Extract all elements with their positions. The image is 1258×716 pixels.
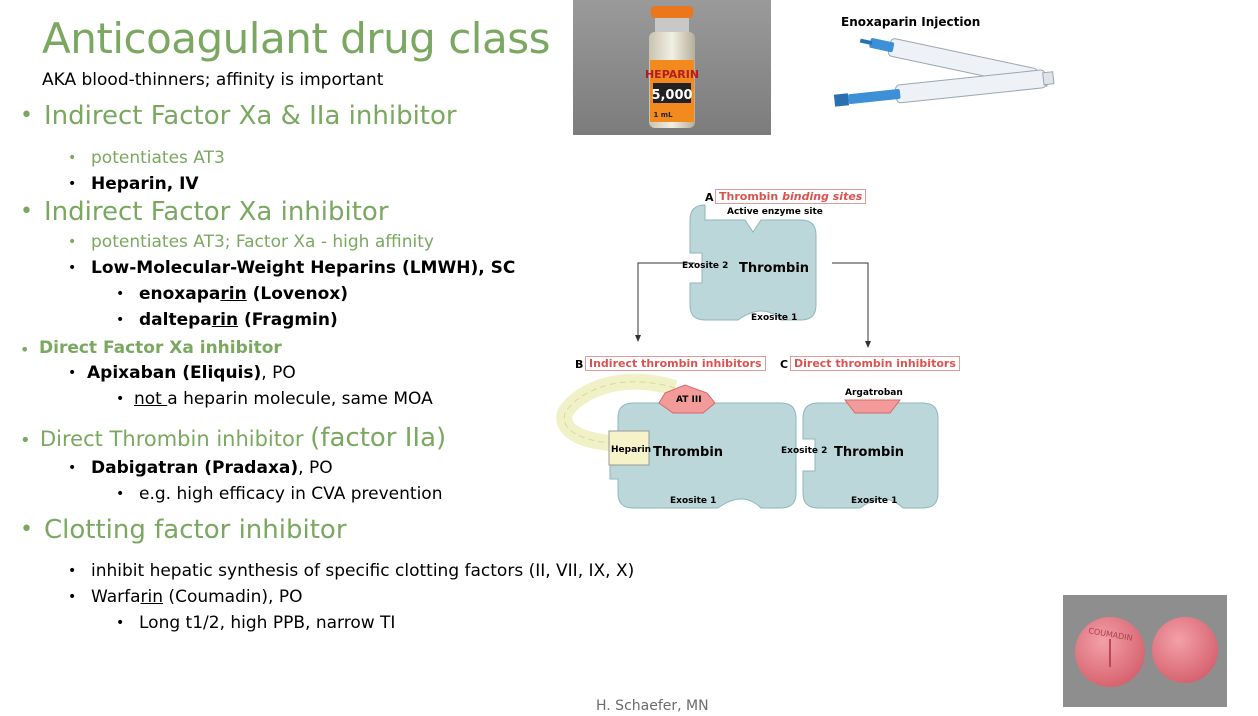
bullet-icon: • bbox=[68, 234, 77, 250]
bullet-icon: • bbox=[116, 615, 125, 631]
enoxaparin-syringe-image: Enoxaparin Injection bbox=[826, 10, 1056, 116]
bullet-icon: • bbox=[68, 260, 77, 276]
heading-indirect-xa-iia: Indirect Factor Xa & IIa inhibitor bbox=[44, 101, 457, 131]
item-potentiates-at3: potentiates AT3 bbox=[91, 148, 225, 168]
item-dabigatran: Dabigatran (Pradaxa), PO bbox=[91, 458, 333, 478]
bullet-icon: • bbox=[20, 199, 33, 224]
exosite2-label-c: Exosite 2 bbox=[781, 446, 828, 456]
item-dalteparin: dalteparin (Fragmin) bbox=[139, 310, 338, 330]
active-site-label: Active enzyme site bbox=[727, 207, 823, 217]
item-warfarin: Warfarin (Coumadin), PO bbox=[91, 587, 303, 607]
slide-subtitle: AKA blood-thinners; affinity is importan… bbox=[42, 70, 384, 90]
item-lmwh: Low-Molecular-Weight Heparins (LMWH), SC bbox=[91, 258, 516, 278]
item-heparin-iv: Heparin, IV bbox=[91, 174, 199, 194]
item-potentiates-at3-xa: potentiates AT3; Factor Xa - high affini… bbox=[91, 232, 434, 252]
author-footer: H. Schaefer, MN bbox=[596, 698, 709, 714]
vial-volume: 1 mL bbox=[653, 111, 673, 119]
item-hepatic-synthesis: inhibit hepatic synthesis of specific cl… bbox=[91, 561, 635, 581]
panel-a-title: Thrombin binding sites bbox=[715, 189, 867, 204]
heading-clotting-factor: Clotting factor inhibitor bbox=[44, 515, 347, 545]
bullet-icon: • bbox=[20, 340, 30, 359]
vial-label: HEPARIN bbox=[645, 68, 699, 81]
panel-c-title: Direct thrombin inhibitors bbox=[790, 356, 960, 371]
at3-label: AT III bbox=[676, 395, 702, 405]
item-long-half-life: Long t1/2, high PPB, narrow TI bbox=[139, 613, 396, 633]
heparin-vial-photo: HEPARIN 5,000 1 mL bbox=[573, 0, 771, 135]
thrombin-label-c: Thrombin bbox=[834, 445, 905, 460]
bullet-icon: • bbox=[68, 150, 77, 166]
exosite1-label-a: Exosite 1 bbox=[751, 313, 798, 323]
exosite1-label-b: Exosite 1 bbox=[670, 496, 717, 506]
coumadin-pill-photo: COUMADIN bbox=[1063, 595, 1227, 707]
syringe-caption: Enoxaparin Injection bbox=[841, 15, 981, 29]
item-not-heparin: not a heparin molecule, same MOA bbox=[134, 389, 433, 409]
panel-a-letter: A bbox=[705, 191, 714, 204]
thrombin-label-b: Thrombin bbox=[653, 445, 724, 460]
vial-dose: 5,000 bbox=[651, 88, 692, 103]
exosite1-label-c: Exosite 1 bbox=[851, 496, 898, 506]
slide-title: Anticoagulant drug class bbox=[42, 14, 550, 63]
exosite2-label-a: Exosite 2 bbox=[682, 261, 729, 271]
panel-c-letter: C bbox=[780, 358, 789, 371]
item-cva-prevention: e.g. high efficacy in CVA prevention bbox=[139, 484, 443, 504]
bullet-icon: • bbox=[68, 563, 77, 579]
bullet-icon: • bbox=[20, 517, 33, 542]
heading-direct-thrombin: Direct Thrombin inhibitor (factor IIa) bbox=[40, 423, 447, 453]
thrombin-label-a: Thrombin bbox=[739, 261, 810, 276]
item-apixaban: Apixaban (Eliquis), PO bbox=[87, 363, 296, 383]
bullet-icon: • bbox=[20, 430, 31, 451]
heading-direct-xa: Direct Factor Xa inhibitor bbox=[39, 338, 282, 358]
thrombin-inhibitor-diagram: A Thrombin binding sites Active enzyme s… bbox=[555, 185, 960, 515]
bullet-icon: • bbox=[68, 589, 77, 605]
panel-b-title: Indirect thrombin inhibitors bbox=[585, 356, 766, 371]
bullet-icon: • bbox=[116, 312, 125, 328]
heading-indirect-xa: Indirect Factor Xa inhibitor bbox=[44, 197, 389, 227]
bullet-icon: • bbox=[20, 103, 33, 128]
bullet-icon: • bbox=[116, 391, 125, 407]
bullet-icon: • bbox=[68, 176, 77, 192]
bullet-icon: • bbox=[68, 460, 77, 476]
panel-b-letter: B bbox=[575, 358, 584, 371]
bullet-icon: • bbox=[68, 365, 77, 381]
argatroban-label: Argatroban bbox=[845, 388, 903, 398]
heparin-label: Heparin bbox=[611, 445, 652, 455]
bullet-icon: • bbox=[116, 486, 125, 502]
bullet-icon: • bbox=[116, 286, 125, 302]
item-enoxaparin: enoxaparin (Lovenox) bbox=[139, 284, 349, 304]
